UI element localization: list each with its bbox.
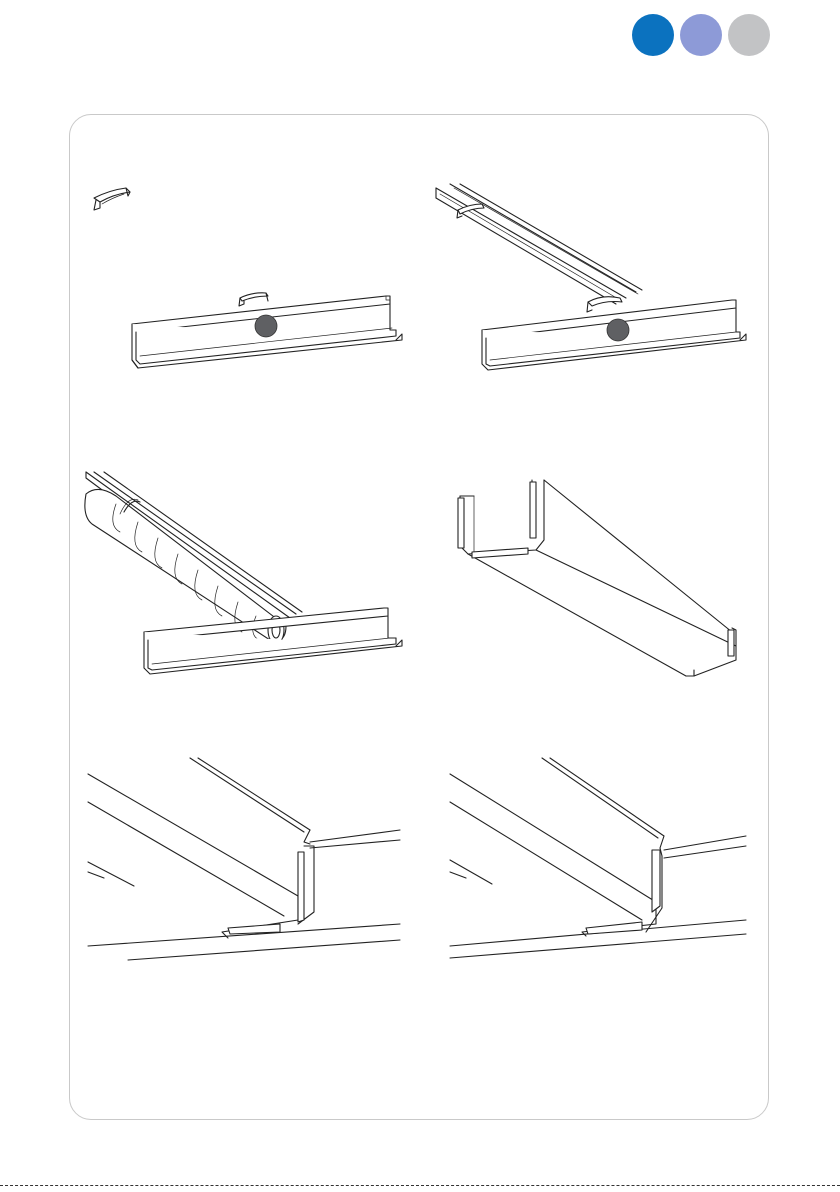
rail-clip: [457, 204, 622, 312]
gutter-profile-long: [460, 480, 736, 676]
page-bottom-cut-line: [0, 1185, 840, 1186]
clip-part-icon: [94, 188, 130, 210]
clip-part-above-gutter: [239, 293, 268, 306]
page-dot-3: [728, 14, 770, 56]
step-1-illustration: [80, 180, 420, 380]
rail-profile: [436, 184, 642, 304]
step-1-marker: [255, 315, 277, 337]
step-6-illustration: [446, 756, 776, 966]
rail-profile: [86, 472, 302, 622]
page-dot-2: [680, 14, 722, 56]
step-3-illustration: [80, 468, 420, 688]
end-cap: [458, 482, 734, 656]
step-2-illustration: [430, 180, 770, 380]
step-2-marker: [607, 319, 629, 341]
page-dot-1: [632, 14, 674, 56]
step-4-illustration: [450, 470, 750, 685]
page-indicator: [632, 14, 772, 58]
step-5-illustration: [84, 756, 414, 966]
